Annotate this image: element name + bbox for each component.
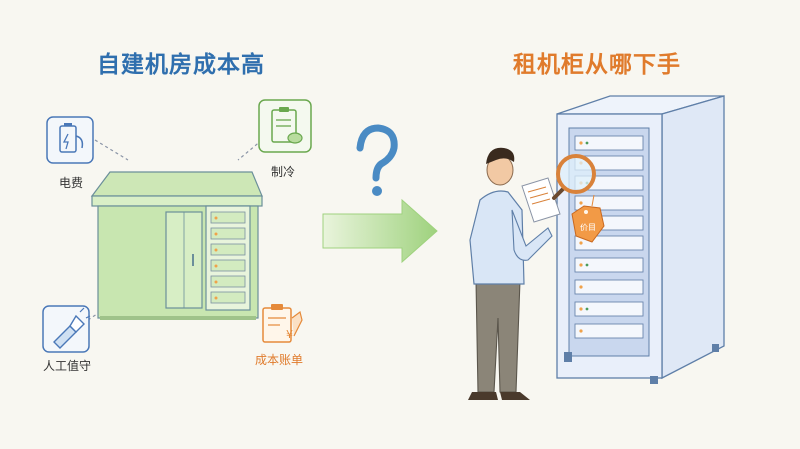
price-tag-icon: 价目 [571,194,605,243]
electricity-cost-label: 电费 [59,176,84,190]
left-section-title: 自建机房成本高 [97,52,265,78]
person-with-magnifier [468,147,596,400]
cost-bill-label: 成本账单 [255,353,304,367]
data-center-building [87,139,263,321]
clipboard-leaf-icon [258,99,312,153]
right-section-title: 租机柜从哪下手 [513,52,681,78]
price-tag-text: 价目 [580,223,596,232]
manual-duty-label: 人工值守 [43,359,92,373]
cooling-label: 制冷 [271,165,296,179]
right-arrow-icon [322,198,438,264]
server-cabinet [556,95,725,384]
question-mark-icon [356,124,398,196]
flashlight-icon [42,305,91,353]
battery-plug-icon [46,116,94,164]
yuan-bill-icon: ¥ [262,304,303,343]
svg-text:¥: ¥ [286,328,293,341]
